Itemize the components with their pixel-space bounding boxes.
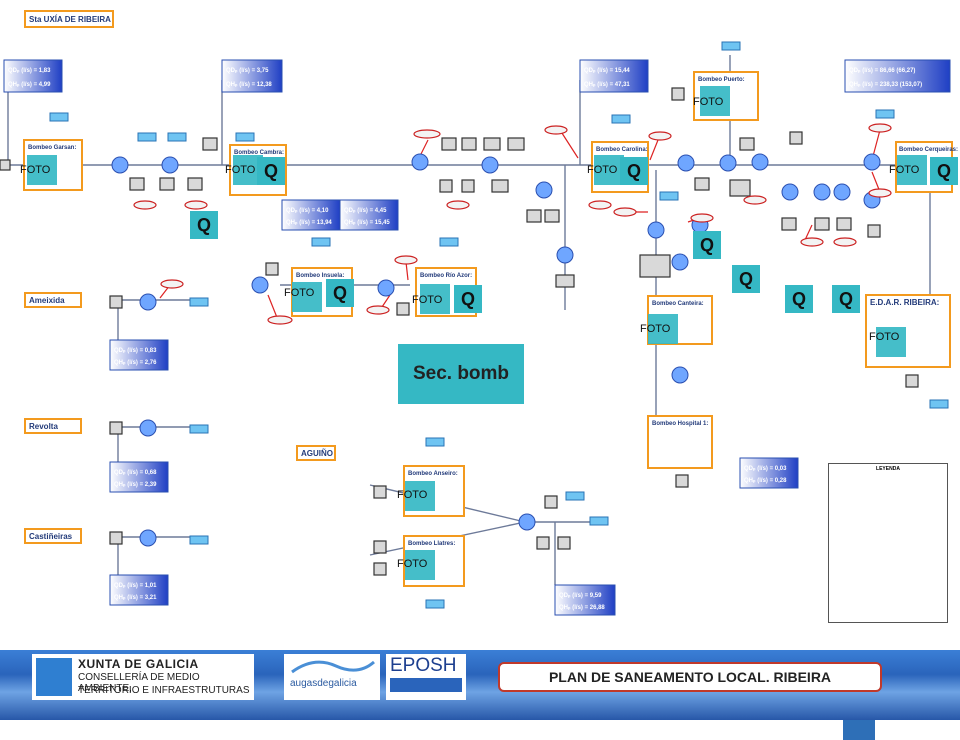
photo-label: FOTO [587,164,618,176]
photo-button[interactable] [876,327,906,357]
flow-q-button[interactable]: Q [257,157,285,185]
zone-revolta: Revolta [24,418,82,434]
flow-text: QHₚ (l/s) = 13,94 [286,220,332,226]
photo-button[interactable] [420,284,450,314]
photo-button[interactable] [648,314,678,344]
photo-label: FOTO [20,164,51,176]
pump-sections-button[interactable]: Sec. bomb [398,344,875,740]
flow-text: QDₚ (l/s) = 15,44 [584,68,630,74]
station-title: Bombeo Puerto: [698,77,745,83]
photo-label: FOTO [412,294,443,306]
xunta-ministry: CONSELLERÍA DE MEDIO AMBIENTE, [78,672,200,694]
flow-text: QHₚ (l/s) = 15,45 [344,220,390,226]
photo-label: FOTO [284,287,315,299]
eposh-bar [390,678,462,692]
flow-text: QDₚ (l/s) = 4,10 [286,208,329,214]
photo-label: FOTO [869,331,900,343]
flow-text: QHₚ (l/s) = 0,28 [744,478,787,484]
flow-q-button[interactable]: Q [454,285,482,313]
control-sections [133,123,892,325]
station-title: Bombeo Garsan: [28,145,76,151]
photo-label: FOTO [397,558,428,570]
station-title: E.D.A.R. RIBEIRA: [870,298,939,307]
photo-label: FOTO [640,323,671,335]
station-titles: Bombeo Garsan: Bombeo Cambra: Bombeo Car… [28,77,958,547]
augas-logo: augasdegalicia [284,654,380,700]
station-title: Bombeo Anseiro: [408,471,458,477]
zone-aguino: AGUIÑO [296,445,336,461]
station-title: Bombeo Cambra: [234,150,284,156]
station-title: Bombeo Llatres: [408,541,455,547]
photo-button[interactable] [594,155,624,185]
photo-button[interactable] [292,282,322,312]
flow-q-button[interactable]: Q [832,285,860,313]
eposh-logo: EPOSH [386,654,466,700]
flow-q-button[interactable]: Q [693,231,721,259]
photo-label: FOTO [889,164,920,176]
station-title: Bombeo Cerqueiras: [899,147,958,153]
flow-boxes [3,59,951,616]
discharge-points [49,41,949,609]
station-title: Bombeo Insuela: [296,273,344,279]
photo-button[interactable] [27,155,57,185]
flow-q-button[interactable]: Q [732,265,760,293]
flow-text: QDₚ (l/s) = 0,03 [744,466,787,472]
zone-castineiras: Castiñeiras [24,528,82,544]
photo-button[interactable] [405,550,435,580]
flow-text: QHₚ (l/s) = 12,38 [226,82,272,88]
station-title: Bombeo Hospital 1: [652,421,708,427]
flow-text: QDₚ (l/s) = 86,66 (66,27) [849,68,915,74]
flow-text: QHₚ (l/s) = 26,88 [559,605,605,611]
flow-q-button[interactable]: Q [190,211,218,239]
xunta-logo: XUNTA DE GALICIA CONSELLERÍA DE MEDIO AM… [32,654,254,700]
flow-q-button[interactable]: Q [785,285,813,313]
augas-name: augasdegalicia [290,678,357,689]
xunta-ministry-2: TERRITORIO E INFRAESTRUTURAS [78,685,250,696]
flow-text: QDₚ (l/s) = 1,83 [8,68,51,74]
photo-label: FOTO [225,164,256,176]
photo-button[interactable] [405,481,435,511]
flow-text: QHₚ (l/s) = 47,31 [584,82,630,88]
flow-text: QHₚ (l/s) = 2,39 [114,482,157,488]
legend-title: LEYENDA [876,466,900,472]
pump-sections-label: Sec. bomb [412,363,510,384]
flow-text: QDₚ (l/s) = 1,01 [114,583,157,589]
photo-button[interactable] [700,86,730,116]
component-boxes [0,87,919,576]
station-title: Bombeo Canteira: [652,301,704,307]
flow-text: QDₚ (l/s) = 0,68 [114,470,157,476]
page-title: Sta UXÍA DE RIBEIRA [24,10,114,28]
flow-text: QHₚ (l/s) = 3,21 [114,595,157,601]
flow-q-button[interactable]: Q [326,279,354,307]
flow-q-button[interactable]: Q [620,157,648,185]
flow-text: QDₚ (l/s) = 3,75 [226,68,269,74]
flow-text: QHₚ (l/s) = 2,76 [114,360,157,366]
zone-ameixida: Ameixida [24,292,82,308]
flow-text: QDₚ (l/s) = 4,45 [344,208,387,214]
photo-label: FOTO [397,489,428,501]
plan-title: PLAN DE SANEAMENTO LOCAL. RIBEIRA [498,662,882,692]
flow-text: QDₚ (l/s) = 0,83 [114,348,157,354]
flow-text: QHₚ (l/s) = 238,33 (153,07) [849,82,922,88]
flow-text: QHₚ (l/s) = 4,99 [8,82,51,88]
wave-icon [291,660,375,674]
flow-q-button[interactable]: Q [930,157,958,185]
photo-label: FOTO [693,96,724,108]
eposh-name: EPOSH [390,655,457,676]
flow-text: QDₚ (l/s) = 9,59 [559,593,602,599]
station-title: Bombeo Río Azor: [420,273,472,279]
xunta-name: XUNTA DE GALICIA [78,657,199,671]
station-title: Bombeo Carolina: [596,147,648,153]
photo-button[interactable] [897,155,927,185]
legend: LEYENDA [828,463,948,623]
galicia-shield-icon [36,658,72,696]
